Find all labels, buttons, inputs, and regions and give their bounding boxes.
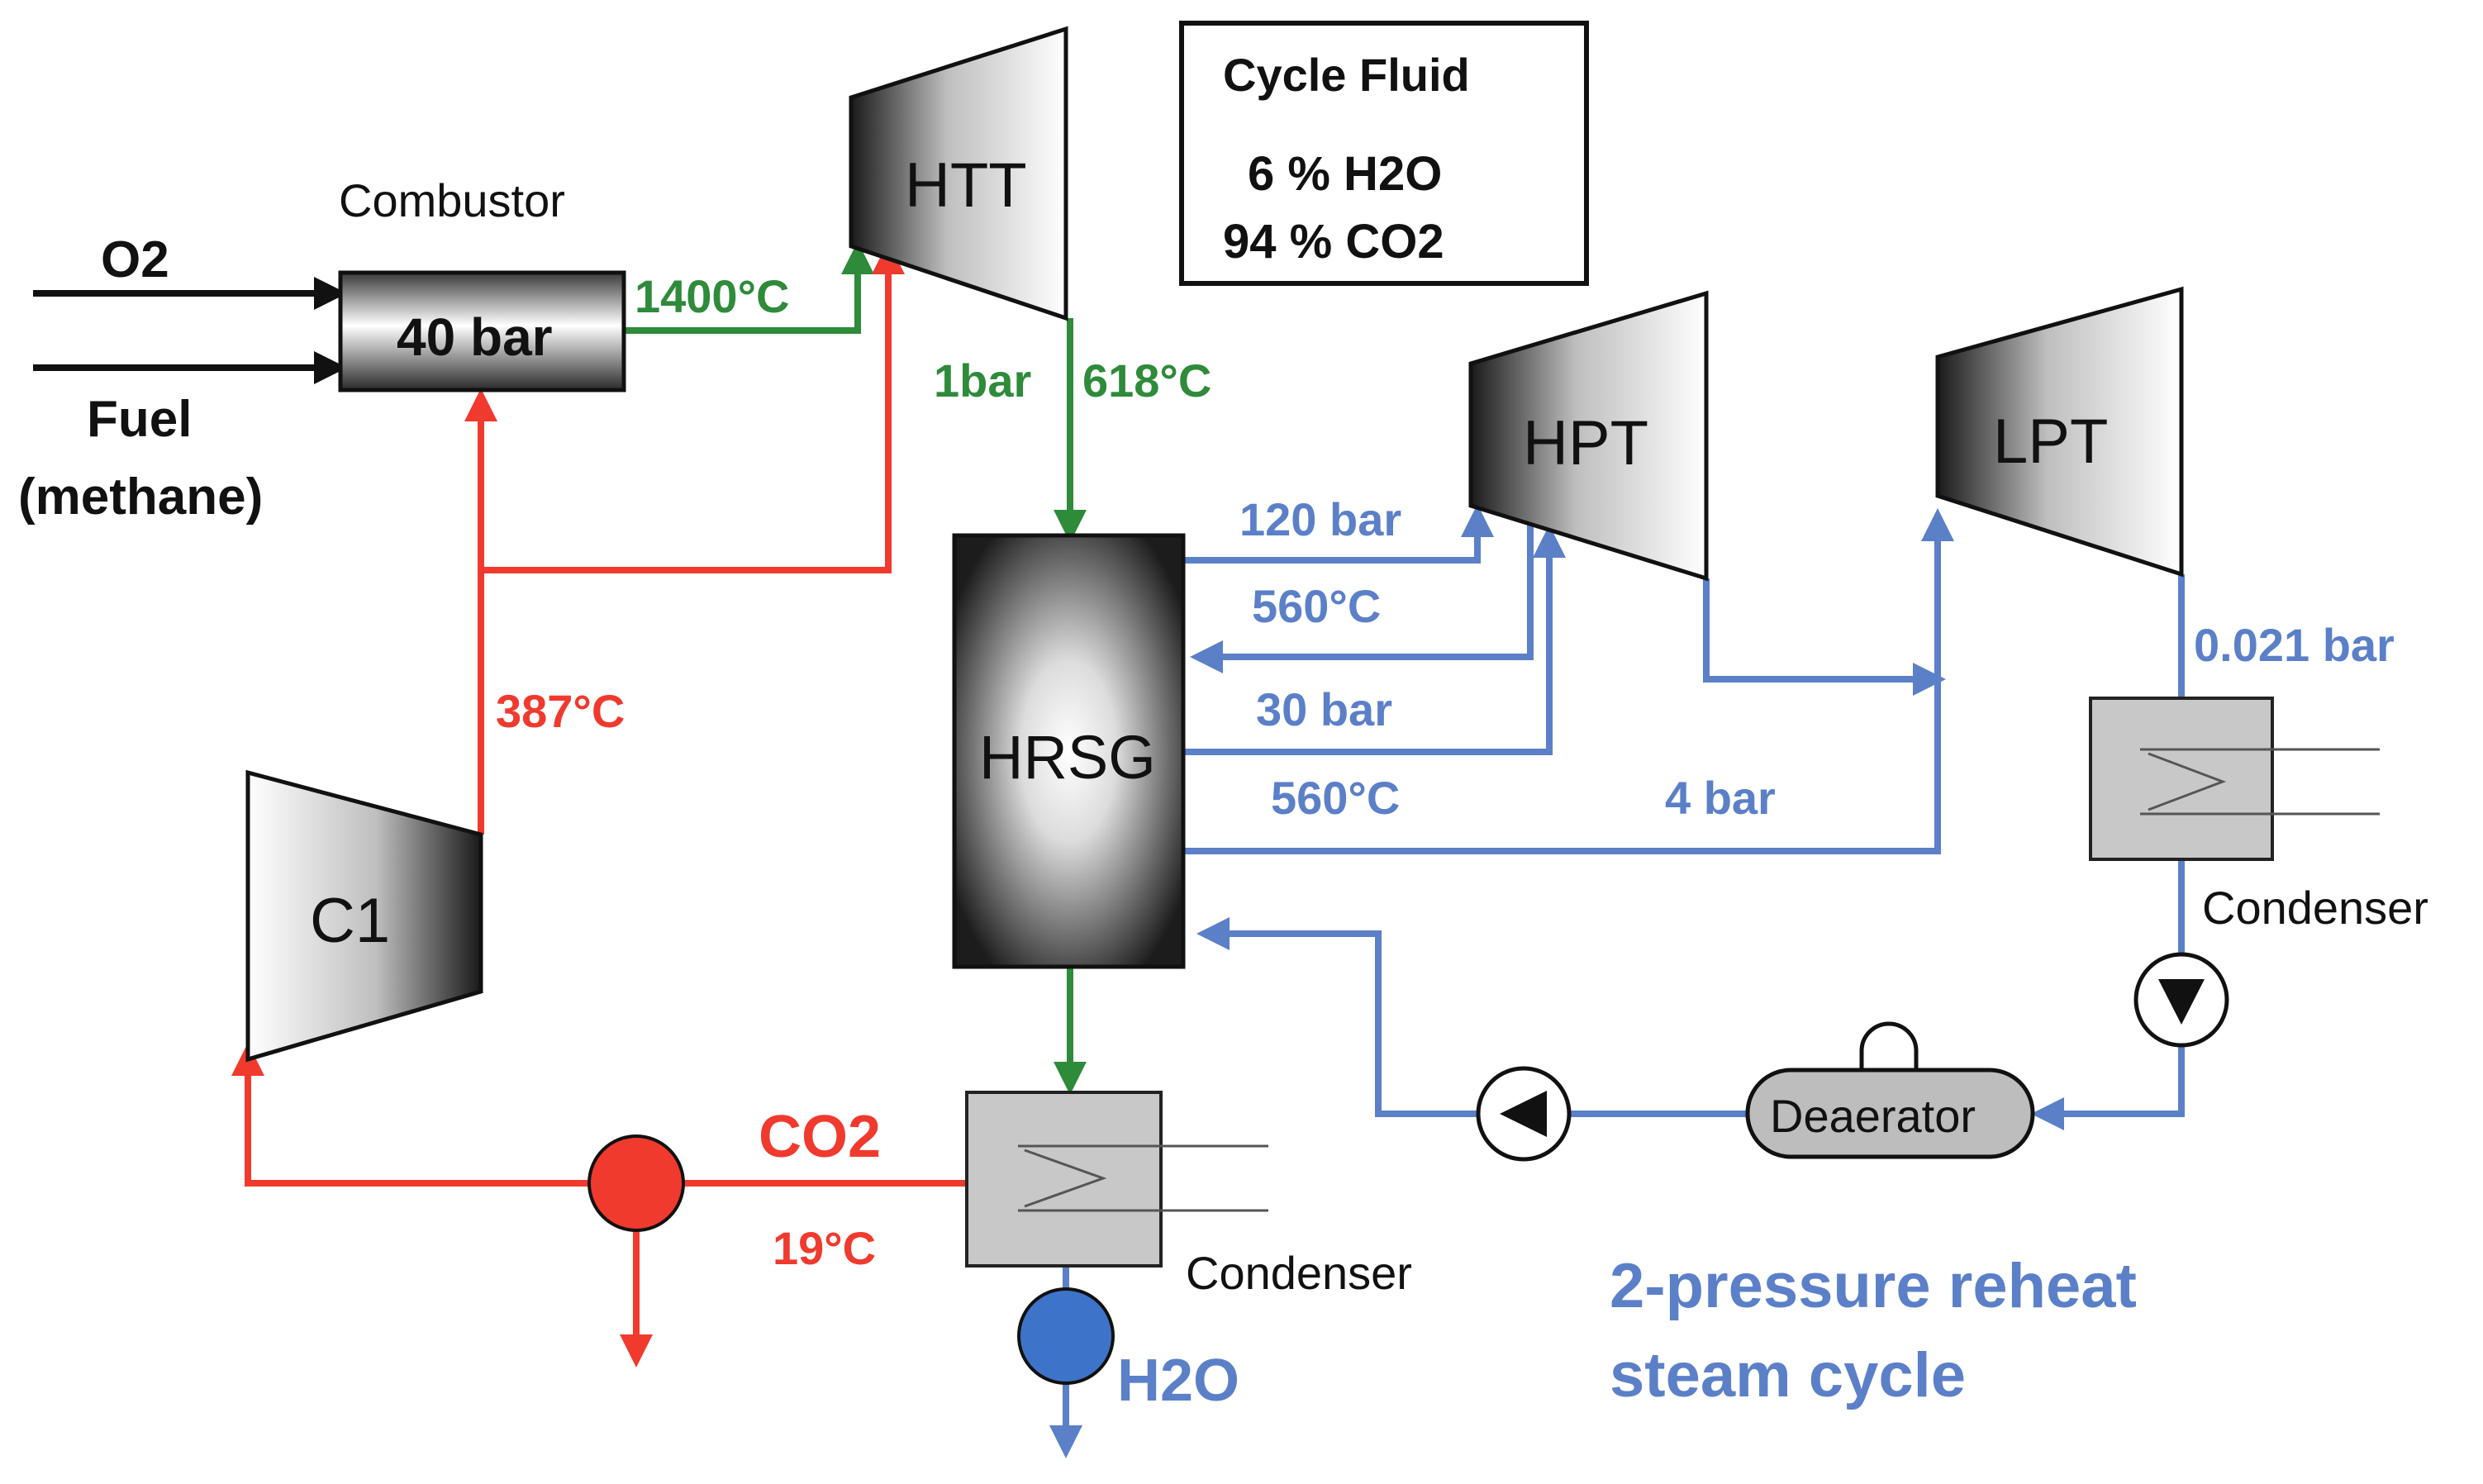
lp-steam-pipe <box>1183 508 1954 854</box>
co2-temp-label: 19°C <box>773 1222 876 1274</box>
steam-condenser-label: Condenser <box>2202 882 2428 934</box>
c1-label: C1 <box>310 886 390 956</box>
combustor-pressure-label: 40 bar <box>397 307 553 367</box>
reheat-steam-pipe <box>1183 525 1566 755</box>
c1-to-htt-branch-pipe <box>481 241 905 573</box>
reheat-return-pipe <box>1190 521 1534 673</box>
lpt-turbine <box>1935 286 2184 578</box>
cycle-fluid-co2: 94 % CO2 <box>1223 215 1444 269</box>
feedwater-pump <box>1476 1066 1572 1162</box>
fuel-label: Fuel <box>87 391 192 448</box>
hpt-turbine <box>1468 290 1709 582</box>
htt-label: HTT <box>905 150 1027 221</box>
combustor-to-htt-pipe <box>624 241 874 334</box>
combustor-vessel <box>338 270 626 392</box>
steam-condenser <box>2089 697 2380 861</box>
hrsg-label: HRSG <box>979 723 1156 792</box>
deaerator-label: Deaerator <box>1770 1090 1976 1142</box>
hp-temp-label: 560°C <box>1252 580 1381 632</box>
htt-inlet-temp-label: 1400°C <box>635 270 789 322</box>
co2-condenser <box>965 1091 1268 1268</box>
h2o-separator-node <box>1017 1287 1115 1385</box>
rh-pressure-label: 30 bar <box>1256 683 1392 735</box>
c1-compressor <box>245 769 483 1063</box>
hp-steam-pipe <box>1183 504 1494 564</box>
o2-label: O2 <box>101 231 169 288</box>
steam-cycle-caption-line1: 2-pressure reheat <box>1610 1251 2137 1321</box>
hpt-exhaust-pipe <box>1703 578 1946 696</box>
deaerator-vessel <box>1745 1021 2035 1159</box>
htt-outlet-pressure-label: 1bar <box>934 354 1031 407</box>
co2-condenser-label: Condenser <box>1186 1247 1412 1299</box>
co2-label: CO2 <box>759 1104 881 1170</box>
hp-pressure-label: 120 bar <box>1239 493 1401 545</box>
co2-return-pipe <box>231 1043 967 1187</box>
rh-temp-label: 560°C <box>1271 772 1400 824</box>
htt-turbine <box>849 26 1068 321</box>
combustor-label: Combustor <box>339 174 565 226</box>
htt-outlet-temp-label: 618°C <box>1082 354 1211 407</box>
cycle-fluid-box <box>1179 21 1589 286</box>
lpt-label: LPT <box>1993 407 2108 477</box>
fuel-methane-label: (methane) <box>18 469 263 526</box>
feedwater-return-pipe <box>1196 917 1479 1117</box>
hrsg-unit <box>952 533 1186 969</box>
hpt-label: HPT <box>1523 408 1648 478</box>
condenser-pressure-label: 0.021 bar <box>2194 619 2395 671</box>
cycle-fluid-h2o: 6 % H2O <box>1248 147 1442 201</box>
h2o-label: H2O <box>1117 1348 1239 1414</box>
condensate-pump <box>2133 952 2229 1048</box>
pump-to-deaerator-pipe <box>2031 1045 2185 1130</box>
steam-cycle-caption-line2: steam cycle <box>1610 1340 1966 1410</box>
co2-splitter-node <box>587 1134 685 1232</box>
lp-pressure-label: 4 bar <box>1665 772 1776 824</box>
cycle-fluid-title: Cycle Fluid <box>1223 49 1470 101</box>
c1-outlet-temp-label: 387°C <box>496 685 625 737</box>
